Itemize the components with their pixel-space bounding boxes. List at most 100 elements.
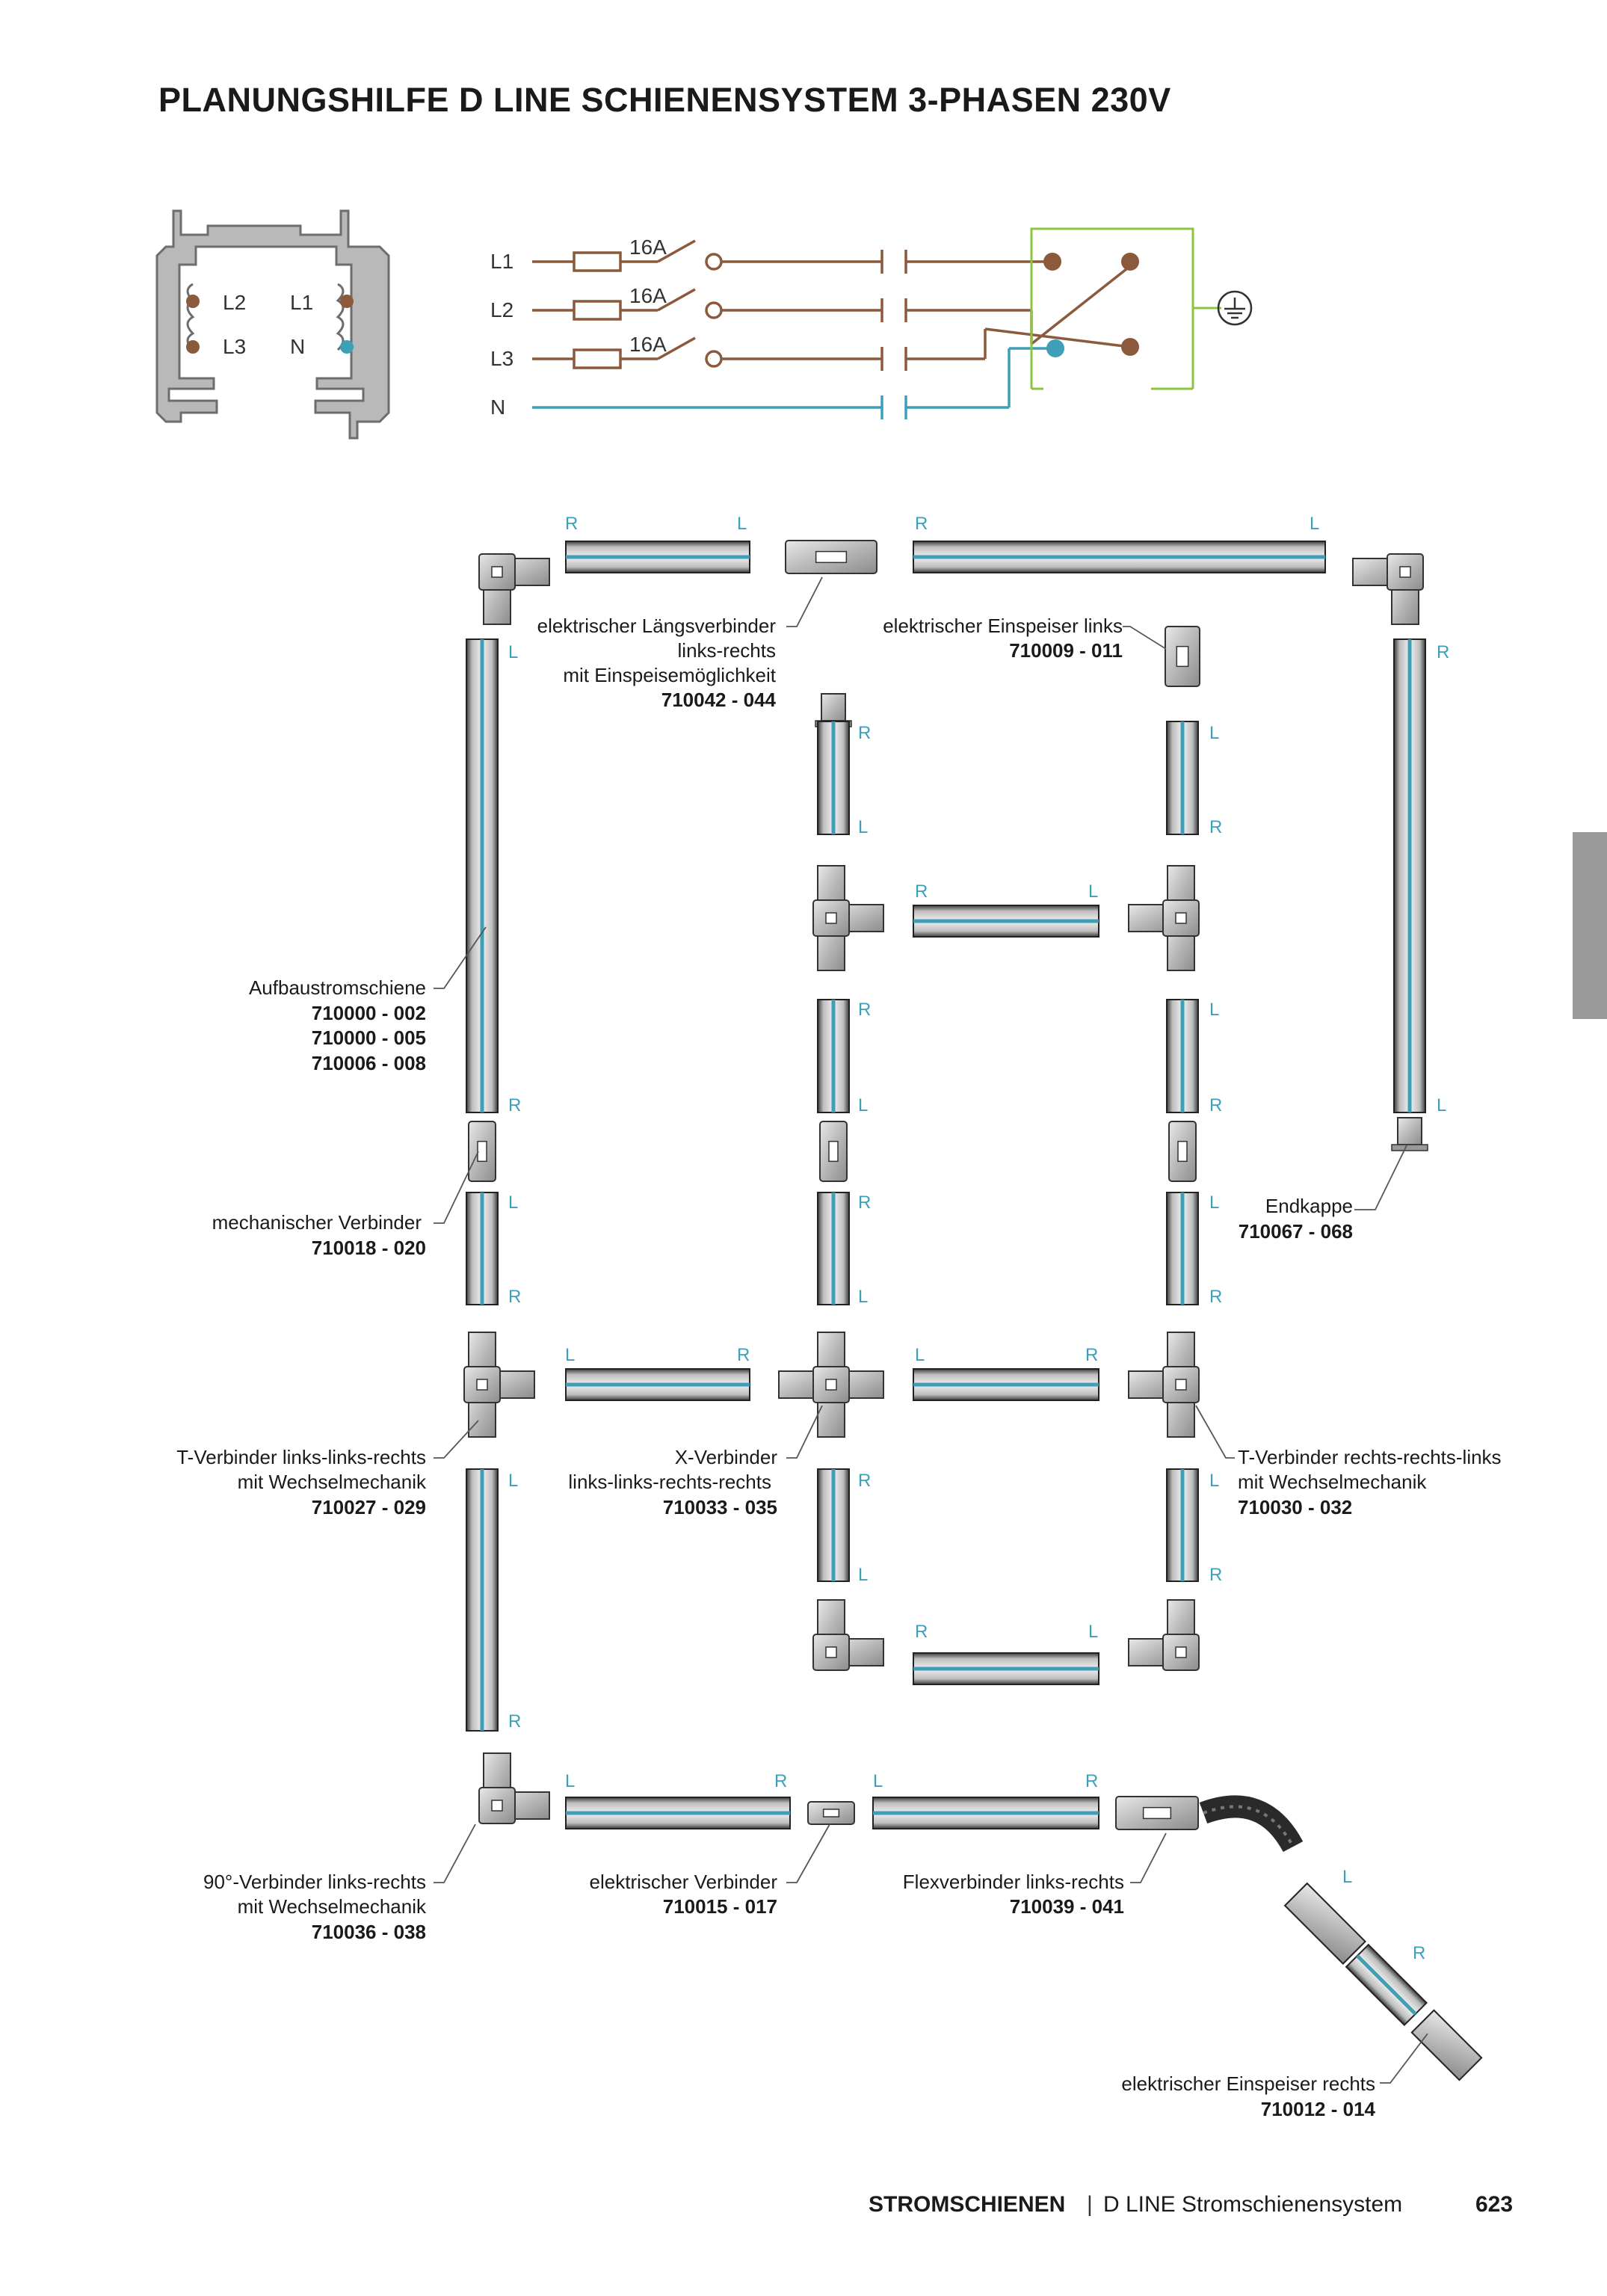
- rail-segment-18: [817, 1468, 850, 1582]
- connector-4: [468, 1121, 496, 1182]
- junction-1: [478, 553, 550, 625]
- rail-segment-3: [466, 638, 499, 1113]
- rail-segment-17: [913, 1368, 1099, 1401]
- label-laengsverbinder-1: elektrischer Längsverbinder: [537, 615, 777, 637]
- code-einspeiser-links: 710009 - 011: [1009, 639, 1123, 662]
- rail-segment-15: [1166, 721, 1199, 835]
- schematic-line-n: N: [490, 396, 505, 419]
- n-contact: [340, 340, 354, 354]
- code-90-verbinder: 710036 - 038: [312, 1921, 426, 1943]
- rail-segment-14: [1166, 1192, 1199, 1305]
- junction-6: [478, 1752, 550, 1824]
- schematic-line-l2: L2: [490, 298, 513, 321]
- end-cap: [1391, 1117, 1428, 1151]
- rail-segment-7: [872, 1797, 1099, 1829]
- rail-side-l-35: L: [1088, 1622, 1098, 1642]
- rail-side-l-29: L: [508, 1471, 518, 1491]
- ground-icon: [1217, 290, 1253, 326]
- l1-contact: [340, 295, 354, 308]
- leader-lines: [434, 576, 1428, 2084]
- rail-side-l-27: L: [915, 1345, 925, 1365]
- fuse-label-l1: 16A: [629, 236, 667, 259]
- code-einspeiser-rechts: 710012 - 014: [1261, 2098, 1376, 2120]
- code-x-verbinder: 710033 - 035: [663, 1496, 777, 1518]
- profile-label-l1: L1: [290, 291, 313, 314]
- connector-11: [819, 1121, 848, 1182]
- rail-segment-13: [1166, 999, 1199, 1113]
- rail-side-l-14: L: [1209, 1000, 1219, 1020]
- rail-side-r-22: R: [508, 1287, 521, 1307]
- rail-side-r-10: R: [1209, 817, 1222, 837]
- rail-side-r-24: R: [1209, 1287, 1222, 1307]
- rail-segment-10: [913, 905, 1099, 938]
- junction-15: [1128, 1332, 1200, 1438]
- rail-profile-crosssection: L2 L3 L1 N: [155, 209, 390, 440]
- label-flexverbinder: Flexverbinder links-rechts: [903, 1871, 1124, 1893]
- rail-segment-6: [565, 1797, 791, 1829]
- label-endkappe: Endkappe: [1265, 1195, 1353, 1217]
- schematic-line-l3: L3: [490, 347, 513, 370]
- rail-segment-16: [565, 1368, 750, 1401]
- rail-segment-5: [466, 1468, 499, 1732]
- rail-side-l-39: L: [873, 1771, 883, 1791]
- junction-9: [812, 865, 884, 971]
- junction-14: [778, 1332, 884, 1438]
- rail-side-l-5: L: [508, 642, 518, 662]
- rail-side-r-17: R: [1209, 1095, 1222, 1115]
- junction-16: [812, 1599, 884, 1671]
- code-t-verbinder-llr: 710027 - 029: [312, 1496, 426, 1518]
- label-mech-verbinder: mechanischer Verbinder: [212, 1211, 422, 1234]
- page-title: PLANUNGSHILFE D LINE SCHIENENSYSTEM 3-PH…: [158, 81, 1171, 119]
- rail-side-r-7: R: [858, 723, 871, 743]
- schematic-line-l1: L1: [490, 250, 513, 273]
- code-mech-verbinder: 710018 - 020: [312, 1237, 426, 1259]
- rail-side-l-12: L: [1088, 881, 1098, 902]
- rail-side-l-2: L: [737, 514, 747, 534]
- rail-side-l-41: L: [1342, 1867, 1352, 1887]
- junction-3: [1352, 553, 1424, 625]
- rail-segment-8: [1393, 638, 1426, 1113]
- label-laengsverbinder-2: links-rechts: [678, 639, 776, 662]
- rail-side-r-36: R: [508, 1711, 521, 1732]
- connector-13: [1165, 626, 1200, 687]
- label-x-verbinder-2: links-links-rechts-rechts: [568, 1471, 771, 1493]
- rail-segment-9: [817, 721, 850, 835]
- rail-side-r-6: R: [1437, 642, 1449, 662]
- rail-side-l-19: L: [508, 1192, 518, 1213]
- rail-side-r-20: R: [858, 1192, 871, 1213]
- rail-side-l-16: L: [858, 1095, 868, 1115]
- label-x-verbinder-1: X-Verbinder: [675, 1446, 778, 1468]
- rail-segment-19: [1166, 1468, 1199, 1582]
- profile-label-n: N: [290, 335, 305, 358]
- rail-side-r-38: R: [774, 1771, 787, 1791]
- rail-segment-2: [913, 541, 1326, 573]
- rail-side-l-21: L: [1209, 1192, 1219, 1213]
- rail-side-r-3: R: [915, 514, 928, 534]
- label-einspeiser-links: elektrischer Einspeiser links: [883, 615, 1123, 637]
- l3-contact: [186, 340, 200, 354]
- component-labels: elektrischer Längsverbinder links-rechts…: [176, 615, 1501, 2120]
- rail-segment-4: [466, 1192, 499, 1305]
- junction-10: [1128, 865, 1200, 971]
- footer-separator: |: [1087, 2192, 1093, 2217]
- connector-8: [1115, 1796, 1199, 1830]
- code-aufbaustromschiene-1: 710000 - 002: [312, 1002, 426, 1024]
- code-aufbaustromschiene-2: 710000 - 005: [312, 1027, 426, 1049]
- rail-side-l-31: L: [1209, 1471, 1219, 1491]
- fuse-label-l2: 16A: [629, 284, 667, 307]
- wiring-schematic: L1 L2 L3 N: [490, 227, 1253, 419]
- rail-side-r-34: R: [915, 1622, 928, 1642]
- rail-side-l-8: L: [1209, 723, 1219, 743]
- page-number: 623: [1475, 2192, 1514, 2217]
- junction-17: [1128, 1599, 1200, 1671]
- rail-side-l-37: L: [565, 1771, 575, 1791]
- profile-label-l3: L3: [223, 335, 246, 358]
- footer-subtitle: D LINE Stromschienensystem: [1103, 2192, 1403, 2217]
- rail-side-l-25: L: [565, 1345, 575, 1365]
- code-laengsverbinder: 710042 - 044: [661, 689, 777, 711]
- side-tab: [1573, 832, 1607, 1019]
- footer-section: STROMSCHIENEN: [869, 2192, 1066, 2217]
- rail-segment-1: [565, 541, 750, 573]
- connector-12: [1168, 1121, 1197, 1182]
